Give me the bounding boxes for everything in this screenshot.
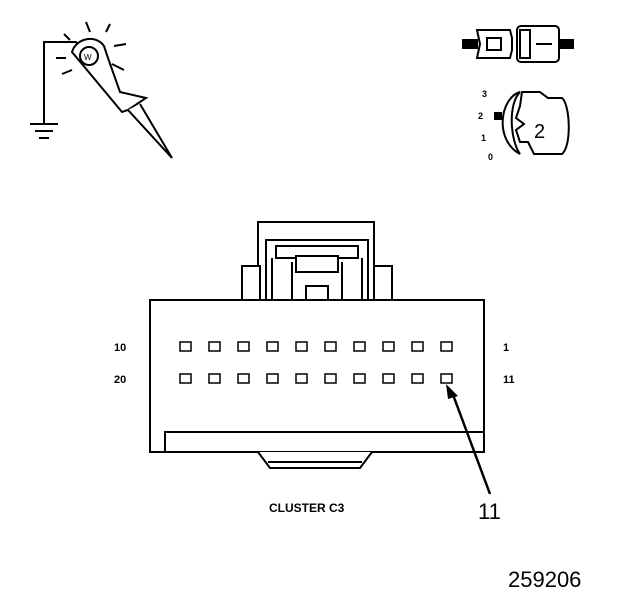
connector-name: CLUSTER C3 (269, 501, 345, 515)
pin-cavity-2 (411, 341, 424, 352)
selected-position-marker (494, 112, 502, 120)
pin-cavity-4 (353, 341, 366, 352)
pin-cavity-11 (440, 373, 453, 384)
pin-row-bottom (179, 373, 453, 384)
row-label-top-left: 10 (114, 342, 126, 354)
pin-cavity-18 (237, 373, 250, 384)
pin-cavity-13 (382, 373, 395, 384)
key-position-0: 0 (488, 152, 493, 162)
key-position-3: 3 (482, 89, 487, 99)
pin-row-top (179, 341, 453, 352)
key-position-1: 1 (481, 133, 486, 143)
pin-cavity-7 (266, 341, 279, 352)
pin-cavity-3 (382, 341, 395, 352)
key-label: 2 (534, 121, 545, 143)
ignition-key-icon: 3 2 1 0 2 (478, 89, 570, 162)
pin-cavity-10 (179, 341, 192, 352)
pin-cavity-17 (266, 373, 279, 384)
row-label-bottom-left: 20 (114, 374, 126, 386)
pin-callout-arrow (446, 384, 492, 495)
pin-callout-label: 11 (478, 499, 501, 524)
pin-cavity-9 (208, 341, 221, 352)
pin-cavity-16 (295, 373, 308, 384)
pin-cavity-6 (295, 341, 308, 352)
row-label-bottom-right: 11 (503, 374, 515, 386)
pin-cavity-1 (440, 341, 453, 352)
pin-cavity-19 (208, 373, 221, 384)
pin-cavity-12 (411, 373, 424, 384)
pin-cavity-5 (324, 341, 337, 352)
pin-cavity-14 (353, 373, 366, 384)
connector-plug-icon (462, 25, 574, 63)
pin-cavity-15 (324, 373, 337, 384)
test-light-probe-icon: W (30, 21, 173, 159)
connector-body (149, 221, 485, 469)
key-position-2: 2 (478, 111, 483, 121)
pin-cavity-20 (179, 373, 192, 384)
row-label-top-right: 1 (503, 342, 509, 354)
pin-cavity-8 (237, 341, 250, 352)
svg-text:W: W (84, 53, 92, 62)
figure-number: 259206 (508, 567, 581, 592)
